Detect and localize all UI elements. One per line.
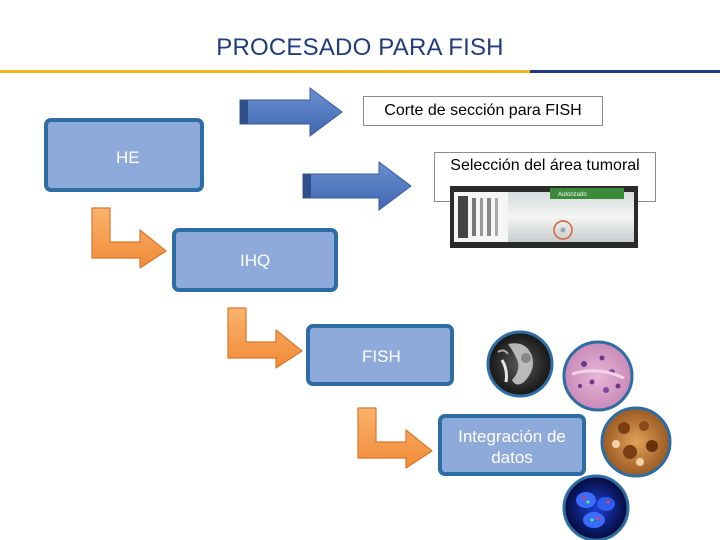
- orange-bent-arrow-icon: [227, 307, 303, 369]
- step-fish: FISH: [306, 324, 454, 386]
- step-he-label: HE: [116, 148, 140, 167]
- he-tissue-thumbnail: [562, 340, 634, 412]
- orange-bent-arrow-icon: [91, 207, 167, 269]
- callout-corte-label: Corte de sección para FISH: [384, 102, 582, 119]
- orange-bent-arrow-icon: [357, 407, 433, 469]
- step-integracion: Integración de datos: [438, 414, 586, 476]
- ihq-tissue-thumbnail: [600, 406, 672, 478]
- fish-fluorescence-thumbnail: [562, 474, 630, 540]
- step-ihq-label: IHQ: [240, 251, 271, 270]
- step-fish-label: FISH: [362, 347, 401, 366]
- callout-seleccion-label: Selección del área tumoral: [450, 157, 640, 174]
- title-rule-navy: [530, 70, 720, 73]
- slide-photo: Autorizado: [450, 186, 638, 248]
- step-ihq: IHQ: [172, 228, 338, 292]
- page-title: PROCESADO PARA FISH: [216, 34, 504, 61]
- step-he: HE: [44, 118, 204, 192]
- callout-corte-seccion: Corte de sección para FISH: [363, 96, 603, 126]
- blue-arrow-right-icon: [302, 161, 412, 211]
- step-integracion-label: Integración de datos: [458, 427, 566, 467]
- title-rule-gold: [0, 70, 530, 73]
- ct-scan-thumbnail: [486, 330, 554, 398]
- blue-arrow-right-icon: [239, 87, 343, 137]
- slide-label: Autorizado: [558, 192, 587, 198]
